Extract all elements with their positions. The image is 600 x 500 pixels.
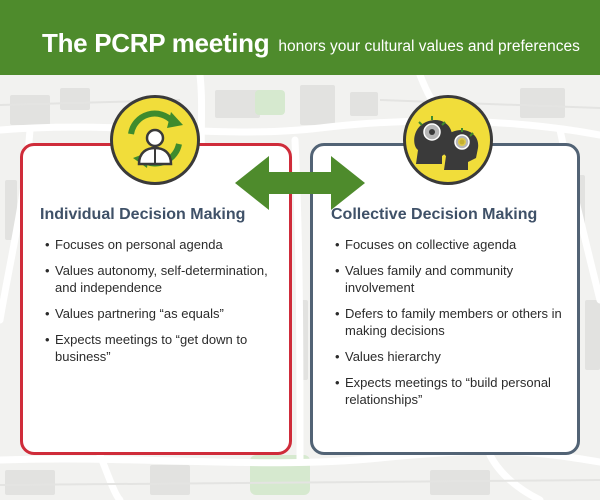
list-item: Expects meetings to “get down to busines…	[45, 331, 289, 365]
collective-list: Focuses on collective agenda Values fami…	[335, 236, 575, 417]
list-item: Values autonomy, self-determination, and…	[45, 262, 289, 296]
list-item: Defers to family members or others in ma…	[335, 305, 575, 339]
individual-card-title: Individual Decision Making	[40, 206, 246, 223]
collective-card-title: Collective Decision Making	[331, 206, 538, 223]
list-item: Values partnering “as equals”	[45, 305, 289, 322]
page-subtitle: honors your cultural values and preferen…	[278, 37, 580, 55]
list-item: Values family and community involvement	[335, 262, 575, 296]
header-banner: The PCRP meeting honors your cultural va…	[0, 0, 600, 75]
cycle-person-icon	[110, 95, 200, 185]
list-item: Expects meetings to “build personal rela…	[335, 374, 575, 408]
double-arrow-icon	[235, 156, 365, 210]
list-item: Values hierarchy	[335, 348, 575, 365]
page-title: The PCRP meeting	[42, 28, 270, 58]
collective-decision-card: Collective Decision Making Focuses on co…	[310, 143, 580, 455]
group-heads-gears-icon	[403, 95, 493, 185]
list-item: Focuses on collective agenda	[335, 236, 575, 253]
individual-decision-card: Individual Decision Making Focuses on pe…	[20, 143, 292, 455]
individual-list: Focuses on personal agenda Values autono…	[45, 236, 289, 374]
list-item: Focuses on personal agenda	[45, 236, 289, 253]
